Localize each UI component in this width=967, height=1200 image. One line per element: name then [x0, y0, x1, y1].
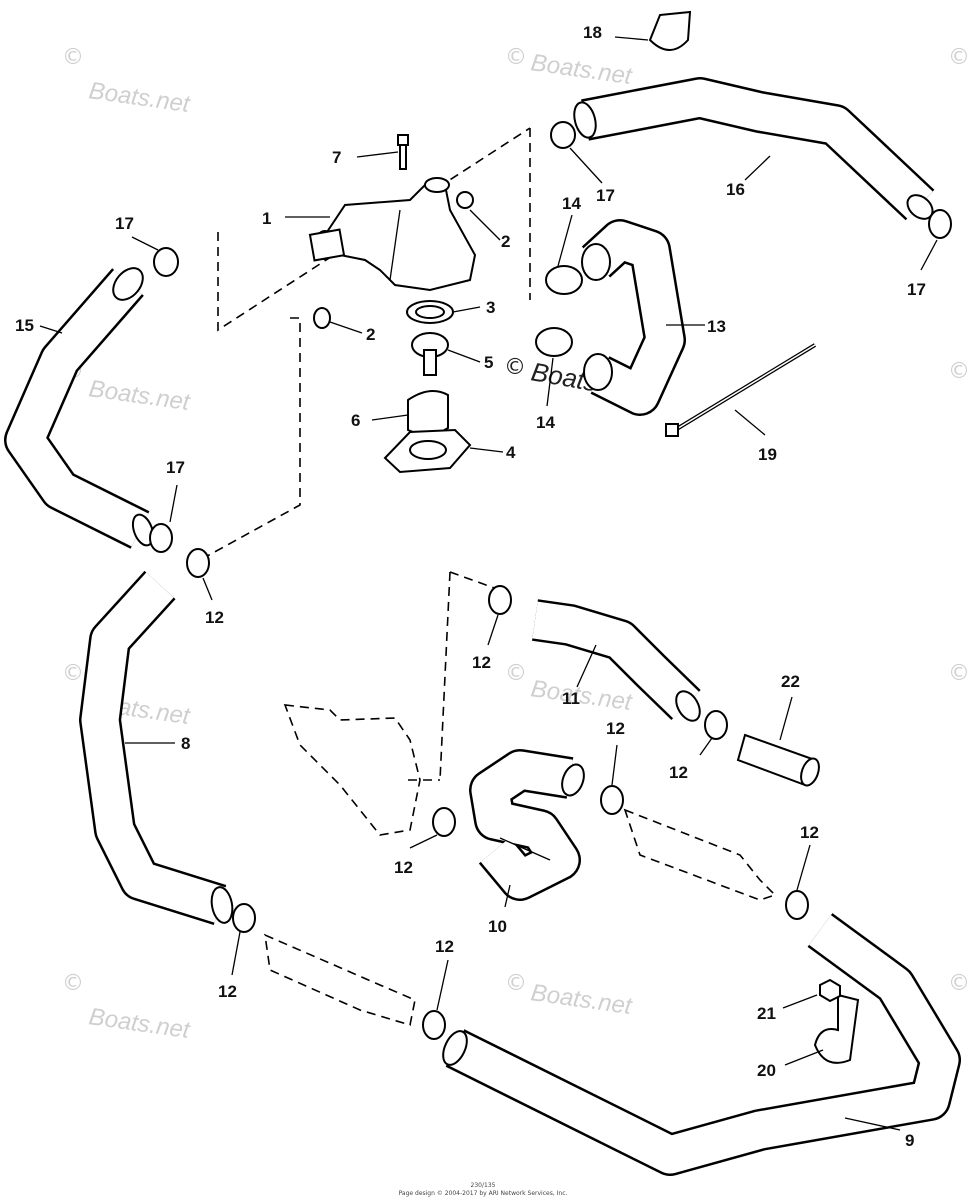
dashed-components [264, 704, 777, 1027]
watermark-symbol: © [948, 971, 967, 996]
hose-8 [79, 570, 234, 926]
callout-22: 22 [781, 672, 800, 691]
plug-2-upper [456, 191, 474, 209]
watermark: Boats.net [87, 1003, 192, 1044]
callout-2: 2 [501, 232, 510, 251]
clamps-17 [149, 121, 952, 553]
thermostat-housing [308, 177, 477, 292]
nut-21 [819, 978, 841, 1003]
bolt-7 [397, 134, 409, 170]
gasket-4 [383, 428, 472, 474]
callout-19: 19 [758, 445, 777, 464]
callout-14: 14 [536, 413, 555, 432]
watermark: Boats.net [529, 979, 634, 1020]
callouts: 1 2 2 3 4 5 6 7 8 9 10 11 12 12 12 12 12… [15, 23, 926, 1150]
watermark-symbol: © [505, 661, 527, 686]
watermark: Boats.net [529, 49, 634, 90]
watermark-symbol: © [505, 971, 527, 996]
callout-21: 21 [757, 1004, 776, 1023]
callout-3: 3 [486, 298, 495, 317]
hose-11 [532, 599, 701, 722]
callout-17: 17 [907, 280, 926, 299]
callout-14: 14 [562, 194, 581, 213]
callout-12: 12 [669, 763, 688, 782]
callout-10: 10 [488, 917, 507, 936]
watermark-symbol: © [948, 359, 967, 384]
thermostat-5 [411, 332, 449, 376]
hose-13 [581, 219, 686, 416]
clip-18 [648, 10, 692, 51]
fitting-22 [736, 733, 820, 787]
watermark-symbol: © [948, 661, 967, 686]
footer-line-1: 230/135 [471, 1182, 496, 1189]
callout-17: 17 [166, 458, 185, 477]
callout-12: 12 [205, 608, 224, 627]
footer: 230/135 Page design © 2004-2017 by ARI N… [399, 1182, 568, 1197]
watermark-symbol: © [62, 661, 84, 686]
callout-12: 12 [472, 653, 491, 672]
callout-2: 2 [366, 325, 375, 344]
watermark-symbol: © [505, 45, 527, 70]
callout-1: 1 [262, 209, 271, 228]
cable-tie-19 [665, 343, 817, 437]
hose-16 [573, 77, 935, 221]
watermark: Boats.net [529, 675, 634, 716]
callout-13: 13 [707, 317, 726, 336]
callout-15: 15 [15, 316, 34, 335]
callout-5: 5 [484, 353, 493, 372]
plug-2-lower [313, 307, 331, 329]
callout-12: 12 [218, 982, 237, 1001]
watermark: Boats.net [87, 375, 192, 416]
callout-12: 12 [800, 823, 819, 842]
footer-line-2: Page design © 2004-2017 by ARI Network S… [399, 1190, 568, 1197]
callout-18: 18 [583, 23, 602, 42]
watermark-symbol: © [62, 45, 84, 70]
callout-6: 6 [351, 411, 360, 430]
callout-7: 7 [332, 148, 341, 167]
callout-17: 17 [596, 186, 615, 205]
hose-15 [4, 267, 155, 549]
callout-12: 12 [606, 719, 625, 738]
callout-12: 12 [394, 858, 413, 877]
hose-10 [469, 749, 585, 901]
watermark-symbol: © [62, 971, 84, 996]
watermark-symbol: © [948, 45, 967, 70]
callout-20: 20 [757, 1061, 776, 1080]
watermark: Boats.net [87, 77, 192, 118]
callout-9: 9 [905, 1131, 914, 1150]
callout-4: 4 [506, 443, 516, 462]
callout-17: 17 [115, 214, 134, 233]
callout-8: 8 [181, 734, 190, 753]
clamps-14 [535, 265, 583, 357]
watermark-symbol: © [504, 355, 526, 380]
clip-20 [813, 993, 860, 1064]
callout-16: 16 [726, 180, 745, 199]
callout-11: 11 [562, 689, 580, 708]
callout-12: 12 [435, 937, 454, 956]
hose-9 [442, 913, 961, 1176]
sleeve-6 [407, 390, 449, 436]
leader-lines [39, 36, 938, 1131]
gasket-3 [406, 300, 454, 324]
clamps-12 [186, 548, 809, 1040]
